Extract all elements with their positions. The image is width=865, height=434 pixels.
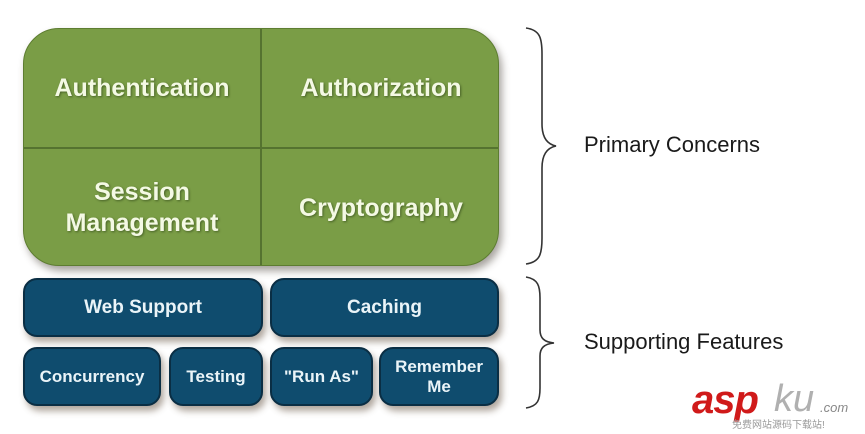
watermark-tagline: 免费网站源码下载站! bbox=[732, 420, 825, 431]
horizontal-divider bbox=[24, 147, 498, 149]
label-primary-concerns: Primary Concerns bbox=[584, 132, 761, 157]
supporting-brace-icon bbox=[525, 276, 555, 409]
primary-concerns-block: Authentication Authorization Session Man… bbox=[23, 28, 499, 266]
cell-authorization: Authorization bbox=[300, 73, 462, 102]
watermark-com: .com bbox=[820, 400, 849, 415]
box-run-as: "Run As" bbox=[270, 347, 373, 406]
box-web-support: Web Support bbox=[23, 278, 263, 337]
box-caching: Caching bbox=[270, 278, 499, 337]
primary-brace-icon bbox=[525, 27, 557, 265]
label-supporting-features: Supporting Features bbox=[584, 329, 784, 354]
box-testing: Testing bbox=[169, 347, 263, 406]
cell-cryptography: Cryptography bbox=[299, 193, 463, 222]
box-remember-me: Remember Me bbox=[379, 347, 499, 406]
box-concurrency: Concurrency bbox=[23, 347, 161, 406]
watermark-asp: asp bbox=[692, 378, 759, 422]
cell-session-management: Session Management bbox=[65, 178, 219, 237]
cell-authentication: Authentication bbox=[54, 73, 230, 102]
watermark-logo: asp ku .com 免费网站源码下载站! bbox=[692, 378, 862, 431]
watermark-ku: ku bbox=[774, 378, 815, 420]
